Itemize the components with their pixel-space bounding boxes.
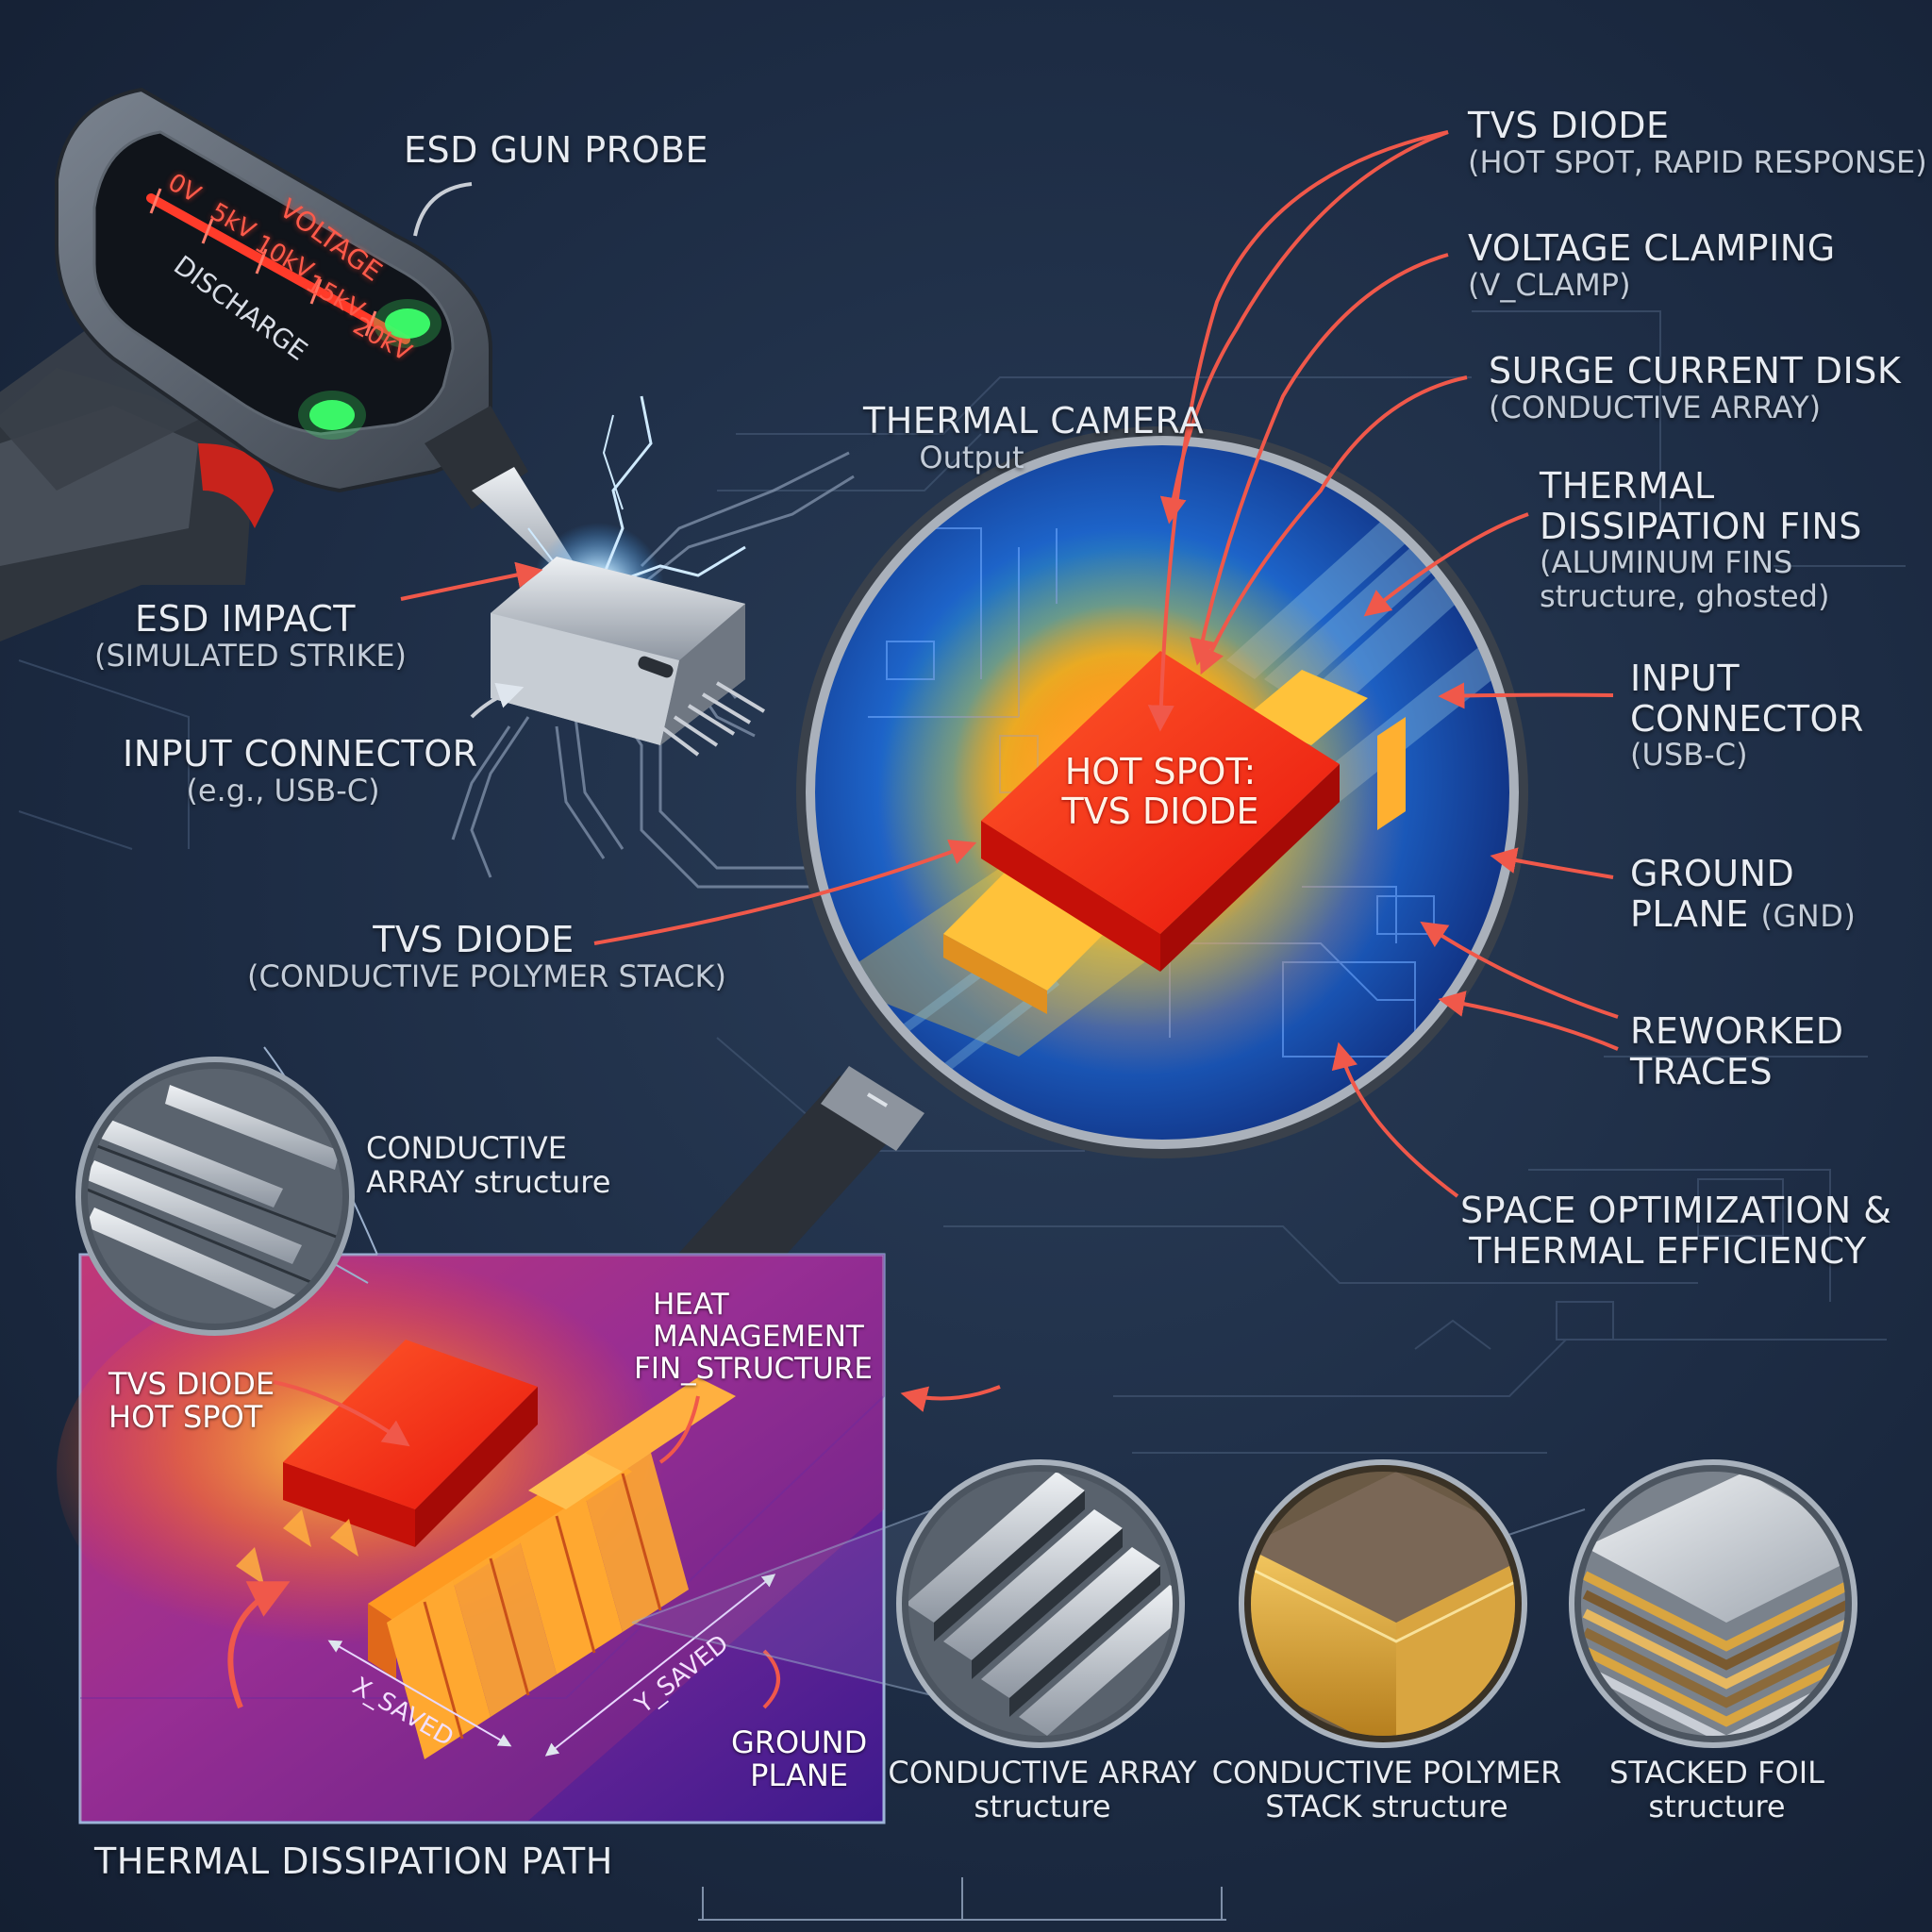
- input-connector-label-left: INPUT CONNECTOR (e.g., USB-C): [123, 733, 478, 808]
- label-reworked-traces: REWORKED TRACES: [1630, 1010, 1844, 1092]
- esd-impact-label: ESD IMPACT (SIMULATED STRIKE): [94, 598, 408, 674]
- thermal-path-panel: [57, 1046, 886, 1824]
- thermal-camera-lens: [796, 426, 1528, 1158]
- label-tvs-diode-right: TVS DIODE (HOT SPOT, RAPID RESPONSE): [1468, 105, 1927, 180]
- label-input-connector-right: INPUT CONNECTOR (USB-C): [1630, 658, 1864, 774]
- panel-heat-label: HEAT MANAGEMENT FIN_STRUCTURE: [634, 1288, 873, 1387]
- inset-polymer-stack: [1239, 1459, 1527, 1748]
- panel-tvs-label: TVS DIODE HOT SPOT: [108, 1366, 275, 1436]
- gnd-suffix: (GND): [1760, 897, 1857, 934]
- heat-flow-arrows: [236, 1509, 358, 1585]
- array-word: ARRAY: [366, 1163, 465, 1200]
- gauge-display: [92, 130, 455, 436]
- diode-pad-left: [943, 868, 1113, 991]
- inset-conductive-array-top: [75, 1057, 369, 1336]
- panel-hot-spot-diode: [283, 1340, 538, 1509]
- scale-ruler: [698, 1877, 1226, 1921]
- conductive-array-callout: CONDUCTIVE ARRAY structure: [366, 1130, 611, 1200]
- inset-conductive-array: [896, 1459, 1185, 1748]
- indicator-led-top: [385, 308, 430, 339]
- indicator-led-bottom: [309, 400, 355, 430]
- label-thermal-dissipation-fins: THERMAL DISSIPATION FINS (ALUMINUM FINS …: [1540, 465, 1862, 614]
- hot-spot-diode: [981, 651, 1340, 934]
- caption-polymer-stack: CONDUCTIVE POLYMER STACK structure: [1211, 1755, 1562, 1824]
- tvs-diode-label-left: TVS DIODE (CONDUCTIVE POLYMER STACK): [247, 919, 726, 994]
- structure-word: structure: [474, 1163, 611, 1200]
- label-ground-plane: GROUND PLANE (GND): [1630, 853, 1857, 935]
- esd-gun: [0, 87, 585, 641]
- ground-plane-word: PLANE: [1630, 892, 1749, 935]
- label-space-optimization: SPACE OPTIMIZATION & THERMAL EFFICIENCY: [1460, 1190, 1892, 1272]
- pcb-traces: [451, 451, 855, 889]
- trigger: [198, 443, 274, 528]
- thermal-camera-label: THERMAL CAMERA Output: [863, 400, 1205, 475]
- caption-conductive-array: CONDUCTIVE ARRAY structure: [888, 1755, 1197, 1824]
- blueprint-background: [18, 310, 1906, 1454]
- caption-stacked-foil: STACKED FOIL structure: [1609, 1755, 1824, 1824]
- label-surge-current-disk: SURGE CURRENT DISK (CONDUCTIVE ARRAY): [1489, 350, 1902, 425]
- panel-ground-label: GROUND PLANE: [731, 1724, 868, 1794]
- label-voltage-clamping: VOLTAGE CLAMPING (V_CLAMP): [1468, 227, 1836, 303]
- dimension-lines: [327, 1574, 776, 1757]
- gauge-needle-bar: [146, 193, 410, 344]
- esd-gun-label: ESD GUN PROBE: [404, 129, 709, 171]
- hot-spot-label: HOT SPOT: TVS DIODE: [1061, 751, 1259, 832]
- callout-arrows: [400, 130, 1619, 1412]
- thermal-path-caption: THERMAL DISSIPATION PATH: [94, 1840, 613, 1882]
- heat-fins: [368, 1377, 736, 1759]
- inset-stacked-foil: [1569, 1459, 1857, 1748]
- usb-c-connector: [491, 557, 766, 757]
